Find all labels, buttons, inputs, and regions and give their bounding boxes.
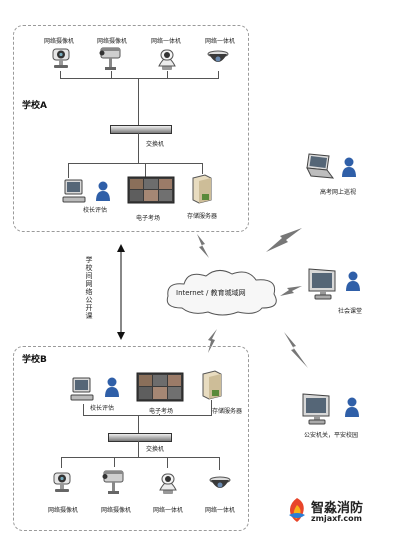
camera-label: 网络一体机 [151, 38, 182, 45]
device-drop-line [211, 400, 212, 415]
device-label: 电子考场 [149, 408, 174, 415]
switch-drop-line [138, 133, 139, 163]
camera-drop-line [111, 71, 112, 79]
camera-drop-line [61, 457, 62, 468]
camera-label: 网络摄像机 [44, 38, 75, 45]
device-drop-line [68, 163, 69, 178]
bullet-camera-icon[interactable] [98, 44, 124, 76]
logo-mark [286, 497, 308, 527]
lightning-link-icon [278, 283, 304, 302]
device-label: 电子考场 [136, 215, 161, 222]
user-icon [104, 376, 120, 402]
server-icon[interactable] [199, 370, 223, 404]
cloud-label: Internet / 教育城域网 [176, 289, 246, 297]
client-label: 高考网上巡视 [320, 189, 357, 196]
device-drop-line [159, 414, 160, 415]
monitor-icon[interactable] [299, 392, 335, 432]
school-b-title: 学校B [22, 355, 47, 365]
device-label: 存储服务器 [212, 408, 243, 415]
uplink-line [138, 79, 139, 125]
network-switch[interactable] [108, 433, 172, 442]
client-label: 公安机关，平安校园 [304, 432, 359, 439]
internet-cloud[interactable] [160, 264, 284, 322]
uplink-line [138, 441, 139, 457]
link-label: 学校间网络公开课 [85, 256, 93, 320]
camera-drop-line [60, 71, 61, 79]
client-label: 社会课堂 [338, 308, 363, 315]
ptz-camera-icon[interactable] [154, 44, 180, 76]
camera-label: 网络一体机 [205, 38, 236, 45]
ptz-camera-icon[interactable] [155, 468, 181, 500]
camera-drop-line [167, 457, 168, 468]
dome-camera-icon[interactable] [205, 46, 231, 74]
lightning-link-icon [205, 327, 221, 359]
workstation-icon[interactable] [62, 178, 88, 210]
dome-camera-icon[interactable] [207, 472, 233, 500]
laptop-icon[interactable] [303, 152, 337, 186]
camera-drop-line [219, 457, 220, 470]
camera-icon[interactable] [48, 44, 74, 74]
device-drop-line [145, 163, 146, 177]
lightning-link-icon [282, 330, 310, 374]
user-icon [341, 156, 357, 182]
switch-label: 交换机 [146, 141, 165, 148]
device-label: 校长评估 [90, 405, 115, 412]
lightning-link-icon [193, 232, 213, 264]
camera-label: 网络摄像机 [97, 38, 128, 45]
camera-drop-line [167, 71, 168, 79]
video-wall-icon[interactable] [127, 176, 175, 210]
user-icon [95, 180, 111, 206]
lightning-link-icon [264, 226, 304, 258]
camera-label: 网络摄像机 [48, 507, 79, 514]
server-icon[interactable] [189, 174, 213, 208]
monitor-icon[interactable] [305, 267, 341, 307]
device-label: 存储服务器 [187, 213, 218, 220]
device-bus-line [83, 415, 212, 416]
camera-bus-line [60, 78, 219, 79]
camera-label: 网络一体机 [205, 507, 236, 514]
school-a-title: 学校A [22, 101, 47, 111]
device-drop-line [202, 163, 203, 174]
logo-url: zmjaxf.com [311, 514, 362, 523]
device-label: 校长评估 [83, 207, 108, 214]
school-a-box [13, 25, 249, 232]
workstation-icon[interactable] [70, 376, 96, 408]
camera-icon[interactable] [49, 468, 75, 498]
camera-bus-line [61, 457, 220, 458]
logo-name: 智淼消防 [311, 501, 364, 516]
device-drop-line [83, 404, 84, 415]
switch-label: 交换机 [146, 446, 165, 453]
user-icon [344, 396, 360, 422]
camera-label: 网络一体机 [153, 507, 184, 514]
double-arrow-icon [116, 244, 126, 344]
user-icon [345, 270, 361, 296]
video-wall-icon[interactable] [136, 372, 184, 408]
camera-drop-line [114, 457, 115, 467]
switch-drop-line [138, 415, 139, 433]
camera-drop-line [218, 71, 219, 79]
network-switch[interactable] [110, 125, 172, 134]
school-b-box [13, 346, 249, 531]
camera-label: 网络摄像机 [101, 507, 132, 514]
bullet-camera-icon[interactable] [101, 466, 127, 500]
device-bus-line [68, 163, 202, 164]
